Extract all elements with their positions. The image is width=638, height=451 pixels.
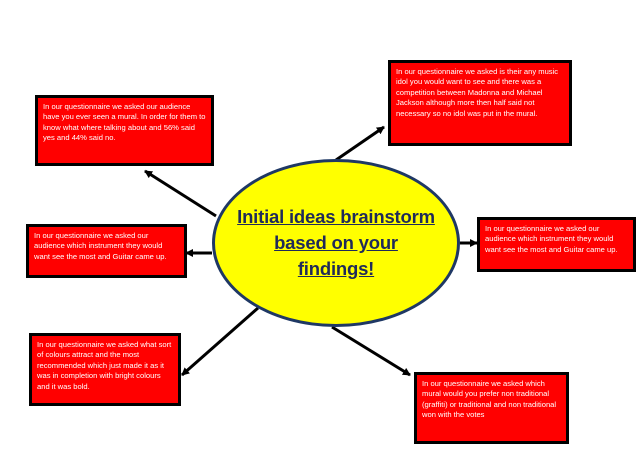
note-top-right-text: In our questionnaire we asked is their a… (396, 67, 559, 118)
note-bottom-left-text: In our questionnaire we asked what sort … (37, 340, 172, 391)
arrow-to-top-left (144, 169, 217, 218)
note-mid-left-text: In our questionnaire we asked our audien… (34, 231, 167, 261)
note-bottom-left: In our questionnaire we asked what sort … (29, 333, 181, 406)
arrow-to-bottom-right (331, 325, 411, 377)
note-bottom-right: In our questionnaire we asked which mura… (414, 372, 569, 444)
central-topic-title: Initial ideas brainstorm based on your f… (237, 206, 435, 279)
note-mid-right-text: In our questionnaire we asked our audien… (485, 224, 618, 254)
central-topic-ellipse: Initial ideas brainstorm based on your f… (212, 159, 460, 327)
note-top-right: In our questionnaire we asked is their a… (388, 60, 572, 146)
arrow-to-top-right (335, 125, 385, 162)
note-bottom-right-text: In our questionnaire we asked which mura… (422, 379, 557, 420)
note-top-left-text: In our questionnaire we asked our audien… (43, 102, 206, 143)
note-top-left: In our questionnaire we asked our audien… (35, 95, 214, 166)
note-mid-right: In our questionnaire we asked our audien… (477, 217, 636, 272)
arrow-to-bottom-left (181, 306, 259, 377)
note-mid-left: In our questionnaire we asked our audien… (26, 224, 187, 278)
